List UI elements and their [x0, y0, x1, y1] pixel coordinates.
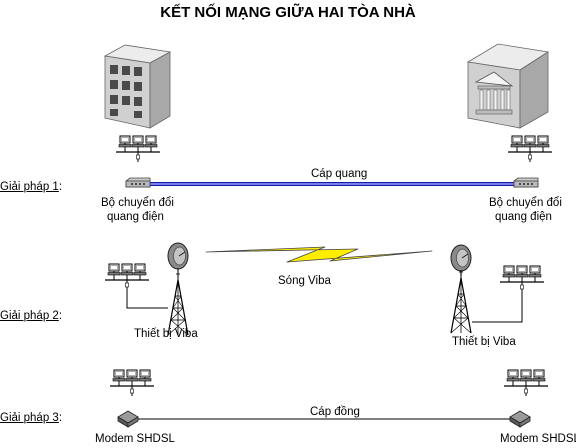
- solution-2-label: Giải pháp 2:: [0, 310, 63, 322]
- tower-right-icon: [450, 271, 472, 334]
- modem-left-icon: [117, 410, 139, 428]
- microwave-label: Sóng Viba: [278, 275, 331, 287]
- lan-left-3: [110, 370, 154, 396]
- lightning-bolt-icon: [205, 246, 433, 263]
- solution-1-label: Giải pháp 1:: [0, 181, 63, 193]
- building-left-icon: [103, 44, 172, 129]
- viba-cables: [126, 290, 523, 323]
- lan-right-2: [500, 266, 544, 292]
- lan-right-3: [504, 370, 548, 396]
- modem-right-label: Modem SHDSL: [500, 433, 576, 445]
- converter-left-icon: [125, 177, 151, 188]
- converter-left-label-line1: Bộ chuyển đổi: [101, 197, 174, 209]
- lan-left-2: [105, 264, 149, 290]
- dish-right-icon: [450, 244, 472, 277]
- modem-left-label: Modem SHDSL: [95, 433, 175, 445]
- converter-left-label-line2: quang điện: [107, 211, 164, 223]
- tower-left-icon: [167, 273, 189, 336]
- converter-right-icon: [513, 177, 539, 188]
- dish-left-icon: [167, 242, 189, 275]
- viba-left-label: Thiết bị Viba: [134, 328, 198, 340]
- building-right-icon: [466, 43, 550, 129]
- viba-right-label: Thiết bị Viba: [452, 336, 516, 348]
- copper-label: Cáp đồng: [310, 406, 360, 418]
- solution-3-label: Giải pháp 3:: [0, 412, 63, 424]
- lan-left-1: [116, 136, 160, 162]
- fiber-label: Cáp quang: [311, 168, 368, 180]
- converter-right-label-line1: Bộ chuyển đổi: [489, 197, 562, 209]
- diagram-title: KẾT NỐI MẠNG GIỮA HAI TÒA NHÀ: [160, 4, 416, 21]
- lan-right-1: [508, 136, 552, 162]
- modem-right-icon: [509, 410, 531, 428]
- converter-right-label-line2: quang điện: [495, 211, 552, 223]
